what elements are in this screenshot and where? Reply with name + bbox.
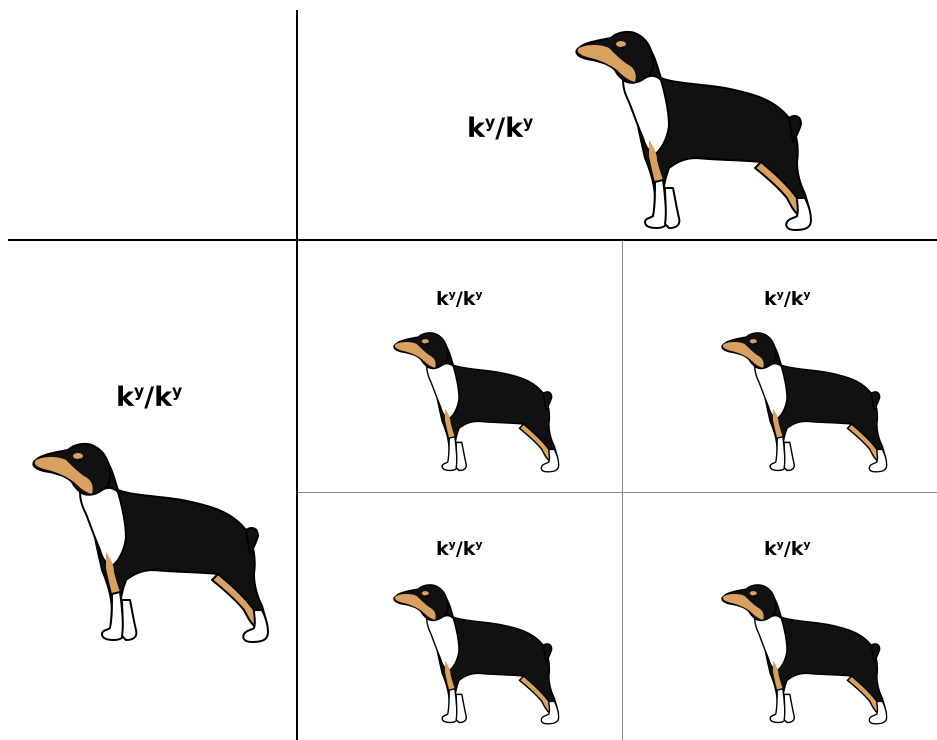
offspring-1-dog-icon [393, 332, 560, 473]
offspring-3-genotype: ky/ky [436, 538, 483, 560]
offspring-4-dog-icon [721, 584, 888, 725]
parent-top-dog-icon [575, 30, 812, 232]
vertical-divider [296, 10, 298, 740]
inner-horizontal-divider [298, 492, 937, 493]
parent-left-genotype: ky/ky [116, 381, 183, 413]
horizontal-divider [8, 239, 937, 241]
offspring-3-dog-icon [393, 584, 560, 725]
parent-left-dog-icon [32, 442, 269, 643]
offspring-1-genotype: ky/ky [436, 288, 483, 310]
parent-top-genotype: ky/ky [467, 112, 534, 144]
offspring-2-genotype: ky/ky [764, 288, 811, 310]
inner-vertical-divider [622, 241, 623, 740]
offspring-4-genotype: ky/ky [764, 538, 811, 560]
offspring-2-dog-icon [721, 332, 888, 473]
